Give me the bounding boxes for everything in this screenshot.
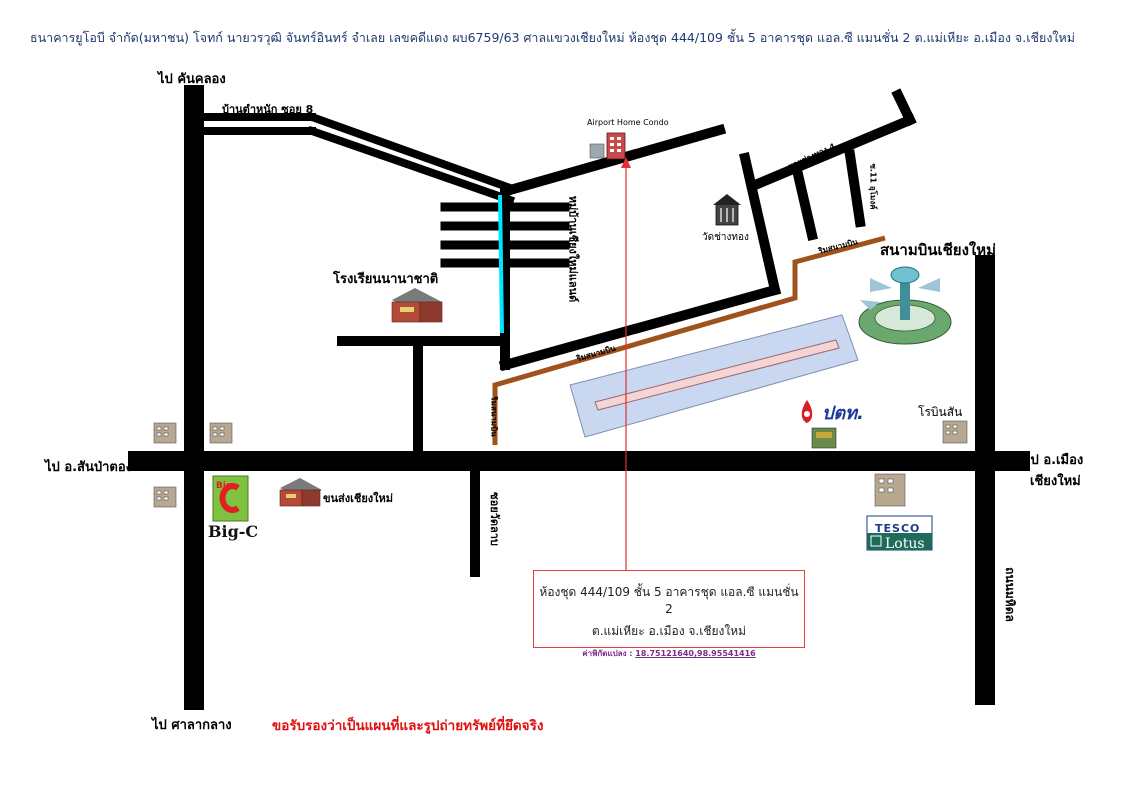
label-soi-11: ซ.11 อุโมงค์ (868, 163, 878, 210)
ptt-icon (801, 400, 837, 449)
label-village-vertical: หมู่บ้านเชียงใหม่แลนด์ (566, 195, 580, 303)
disclaimer-text: ขอรับรองว่าเป็นแผนที่และรูปถ่ายทรัพย์ที่… (272, 718, 544, 734)
tesco-lotus-logo (866, 515, 933, 551)
building-icons (153, 420, 968, 508)
temple-icon (713, 194, 741, 226)
label-international-school: โรงเรียนนานาชาติ (333, 272, 439, 287)
info-line2: ต.แม่เหียะ อ.เมือง จ.เชียงใหม่ (591, 624, 747, 638)
tesco-word-wrap: TESCO (875, 517, 920, 536)
coord-value: 18.75121640,98.95541416 (635, 649, 756, 658)
label-chiang-mai: เชียงใหม่ (1030, 474, 1081, 489)
label-big-c: Big-C (208, 522, 259, 541)
canal (498, 194, 504, 334)
label-robinson: โรบินสัน (918, 405, 963, 419)
property-info-box: ห้องชุด 444/109 ชั้น 5 อาคารชุด แอล.ซี แ… (533, 570, 805, 658)
label-to-san-pa-tong: ไป อ.สันป่าตอง (45, 460, 133, 475)
info-line1: ห้องชุด 444/109 ชั้น 5 อาคารชุด แอล.ซี แ… (539, 585, 799, 616)
label-bus-terminal: ขนส่งเชียงใหม่ (323, 492, 394, 505)
svg-text:Big: Big (216, 481, 232, 491)
label-mahidol-road: ถนนมหิดล (1002, 567, 1017, 622)
label-wat-chang-thong: วัดช่างทอง (702, 232, 749, 243)
airport-icon (858, 266, 952, 345)
label-tesco: TESCO (875, 522, 921, 535)
label-ban-tamnak-soi8: บ้านตำหนัก ซอย 8 (222, 103, 314, 116)
runway-area (569, 314, 859, 438)
label-lotus: Lotus (885, 536, 925, 552)
label-airport-home-condo: Airport Home Condo (587, 118, 669, 127)
label-soi-wat-lab: ซอยวัดลาบ (487, 492, 501, 546)
header-case-details: ธนาคารยูโอบี จำกัด(มหาชน) โจทก์ นายวรวุฒ… (30, 30, 1076, 45)
info-coords-line: ค่าพิกัดแปลง : 18.75121640,98.95541416 (534, 647, 804, 660)
label-ptt: ปตท. (822, 403, 864, 424)
bus-terminal-icon (279, 478, 322, 507)
runway-side-road (492, 235, 886, 445)
lotus-word-wrap: Lotus (885, 533, 925, 552)
location-pointer-arrow (621, 157, 631, 168)
condo-building-icon (589, 132, 626, 160)
big-c-logo: Big (212, 475, 249, 522)
label-runway-road-left: ริมสนามบิน (489, 396, 499, 437)
major-roads (128, 85, 1030, 710)
label-to-sala-klang: ไป ศาลากลาง (152, 718, 232, 733)
school-building-icon (391, 288, 443, 323)
label-to-khan-khlong: ไป คันคลอง (158, 72, 226, 87)
label-airport: สนามบินเชียงใหม่ (880, 241, 997, 259)
coord-label: ค่าพิกัดแปลง : (582, 649, 633, 658)
label-to-mueang: ไป อ.เมือง (1024, 453, 1084, 468)
